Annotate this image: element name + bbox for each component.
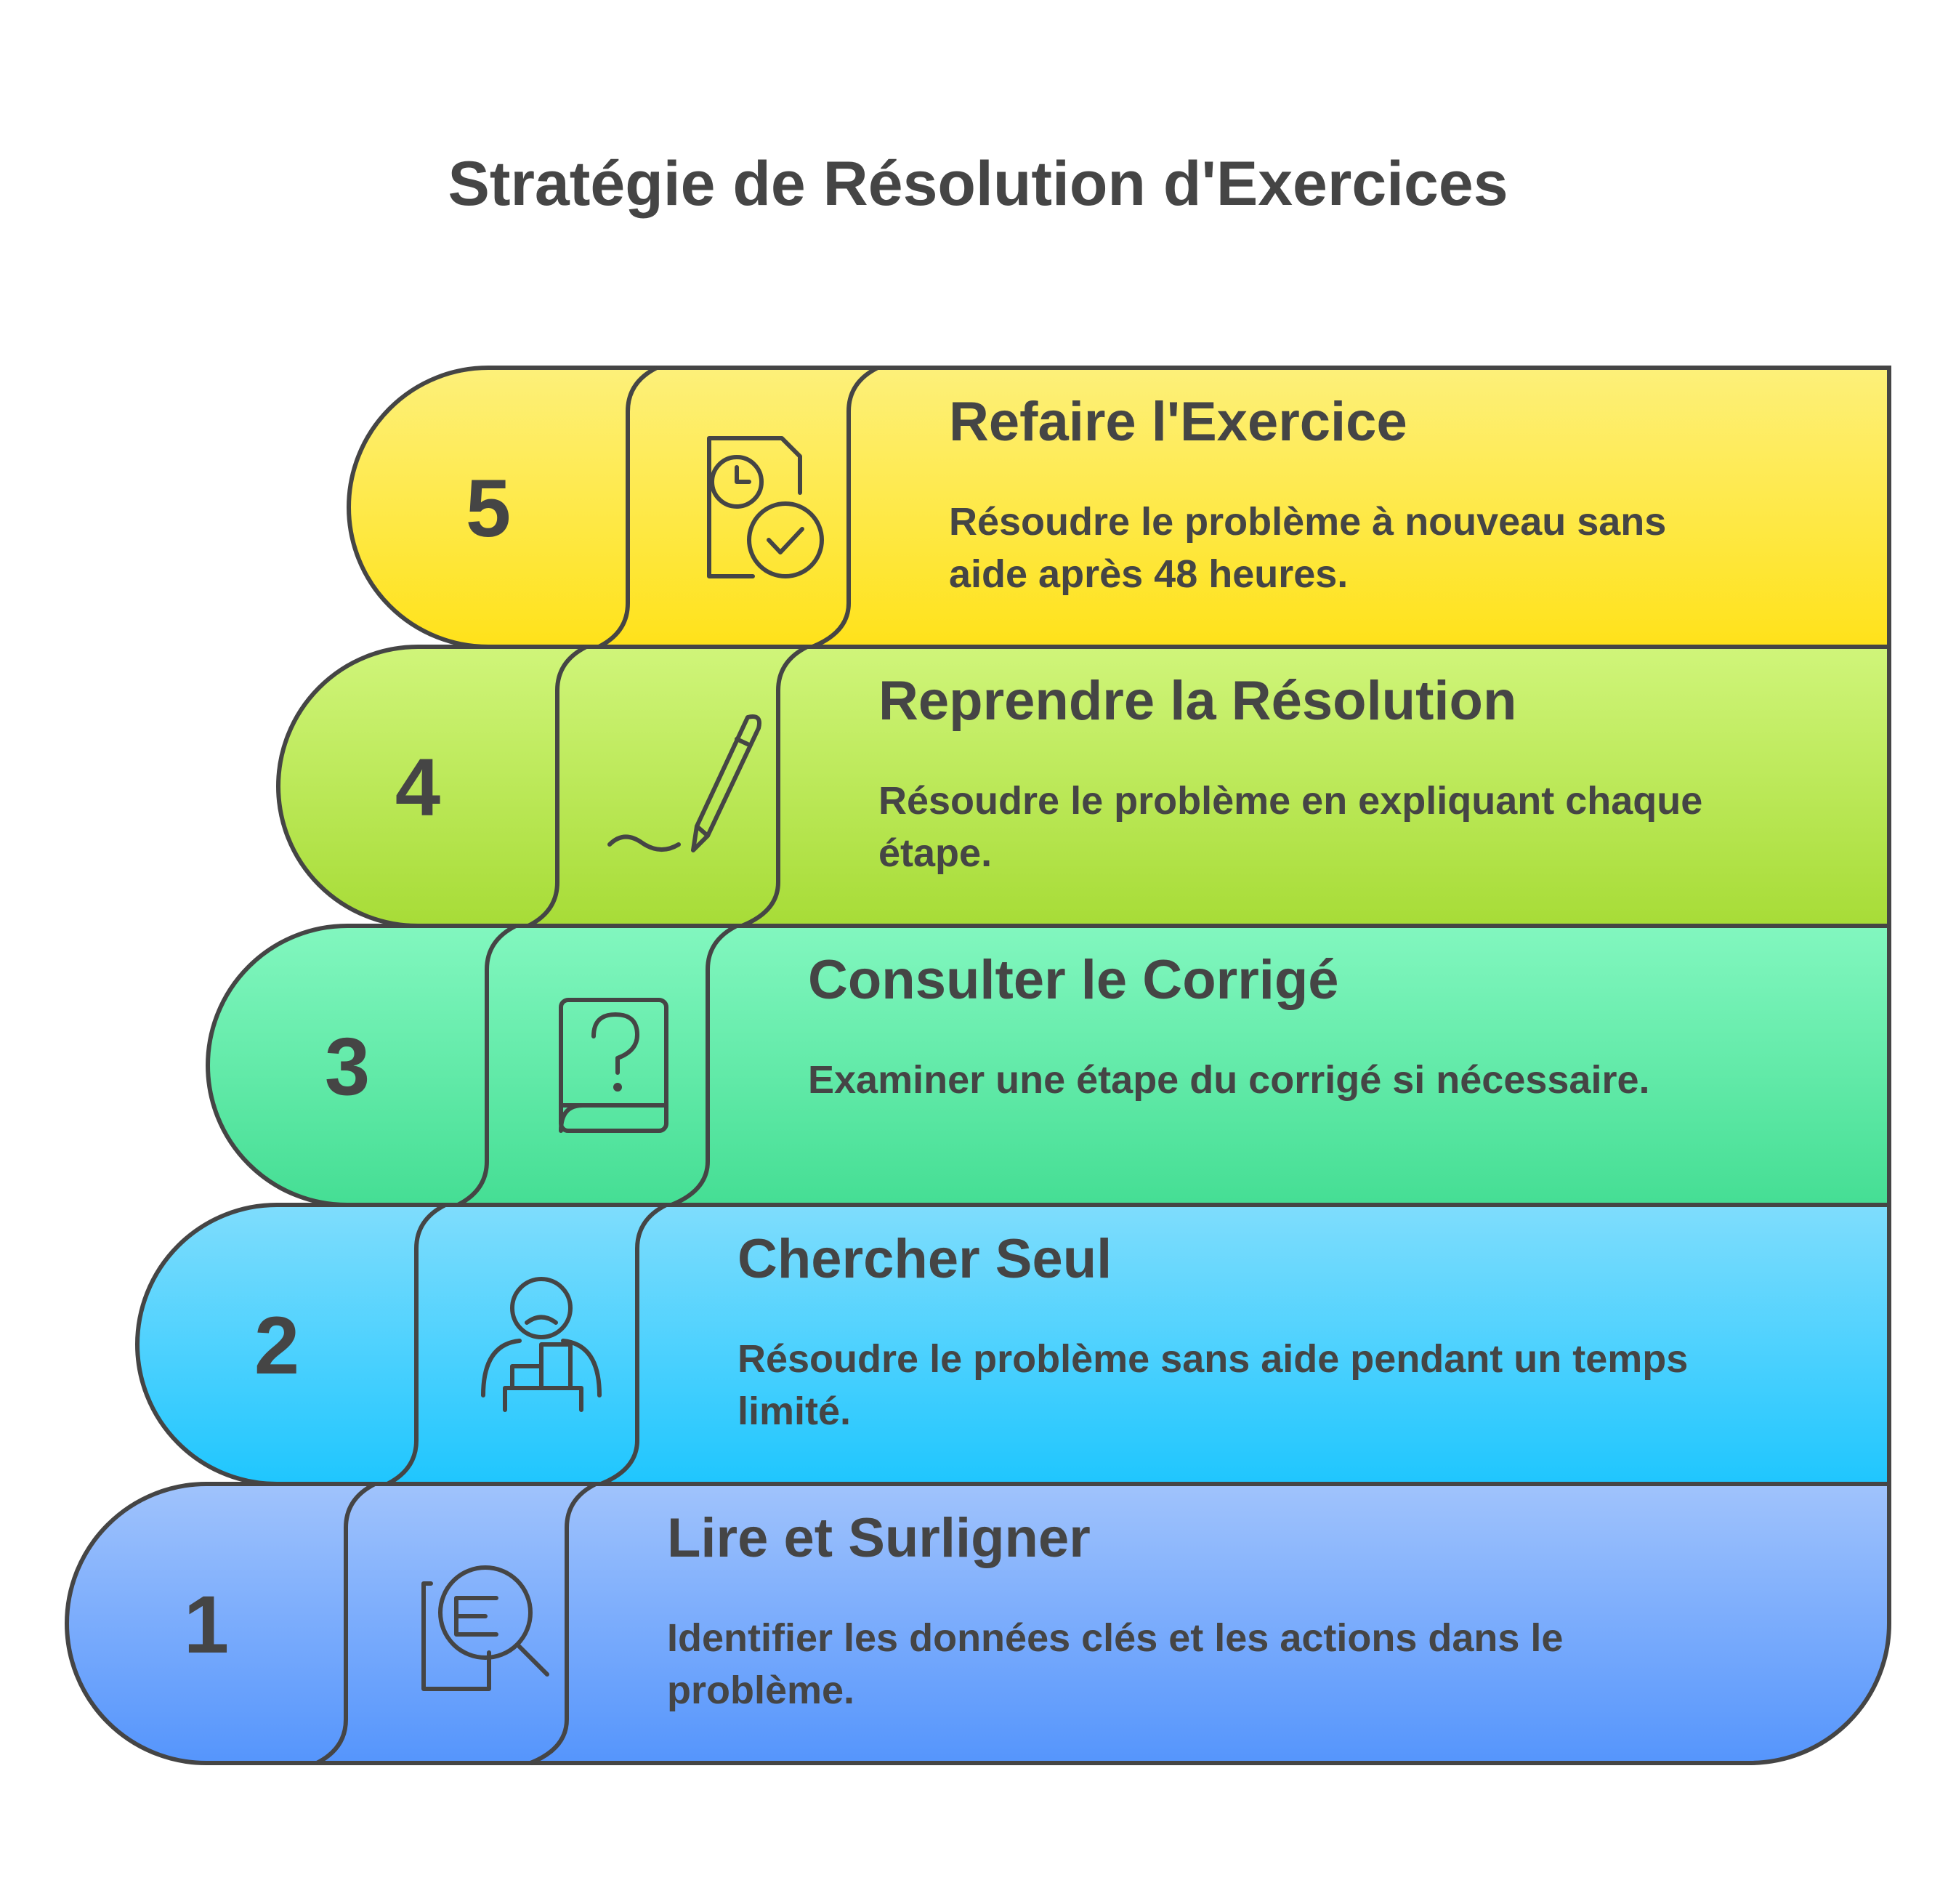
step-band-outline xyxy=(65,1482,1891,1765)
step-band-outline xyxy=(135,1203,1891,1486)
step-heading: Refaire l'Exercice xyxy=(949,391,1407,453)
book-question-icon xyxy=(559,998,668,1133)
step-number: 4 xyxy=(395,742,440,833)
step-description-line: problème. xyxy=(667,1669,854,1712)
page-title: Stratégie de Résolution d'Exercices xyxy=(448,149,1508,219)
step-description-line: limité. xyxy=(737,1389,851,1433)
person-thinking-icon xyxy=(481,1277,602,1412)
step-band xyxy=(208,926,1889,1205)
step-heading: Lire et Surligner xyxy=(667,1507,1091,1569)
step-description-line: Identifier les données clés et les actio… xyxy=(667,1616,1563,1660)
icon-cell-outline xyxy=(456,924,738,1207)
document-search-icon xyxy=(421,1565,549,1691)
step-description-line: Examiner une étape du corrigé si nécessa… xyxy=(808,1058,1650,1102)
step-number: 1 xyxy=(184,1579,229,1670)
step-band-outline xyxy=(276,645,1891,928)
step-heading: Reprendre la Résolution xyxy=(878,670,1516,732)
icon-cell-outline xyxy=(315,1482,597,1765)
step-heading: Consulter le Corrigé xyxy=(808,949,1339,1011)
icon-cell-outline xyxy=(527,645,809,928)
step-band-outline xyxy=(206,924,1891,1207)
step-heading: Chercher Seul xyxy=(737,1228,1112,1290)
step-number: 3 xyxy=(325,1021,370,1112)
pen-writing-icon xyxy=(607,714,761,852)
step-number: 5 xyxy=(466,463,511,554)
step-number: 2 xyxy=(254,1300,299,1391)
step-band xyxy=(278,647,1889,926)
document-clock-check-icon xyxy=(707,436,824,578)
step-description-line: étape. xyxy=(878,831,992,875)
step-band xyxy=(137,1205,1889,1484)
icon-cell-outline xyxy=(597,366,879,649)
step-band-outline xyxy=(347,366,1891,649)
step-description-line: Résoudre le problème sans aide pendant u… xyxy=(737,1337,1688,1381)
step-band xyxy=(67,1484,1889,1763)
icon-cell-outline xyxy=(386,1203,668,1486)
step-description-line: aide après 48 heures. xyxy=(949,552,1348,596)
step-description-line: Résoudre le problème à nouveau sans xyxy=(949,500,1666,544)
step-description-line: Résoudre le problème en expliquant chaqu… xyxy=(878,779,1702,823)
